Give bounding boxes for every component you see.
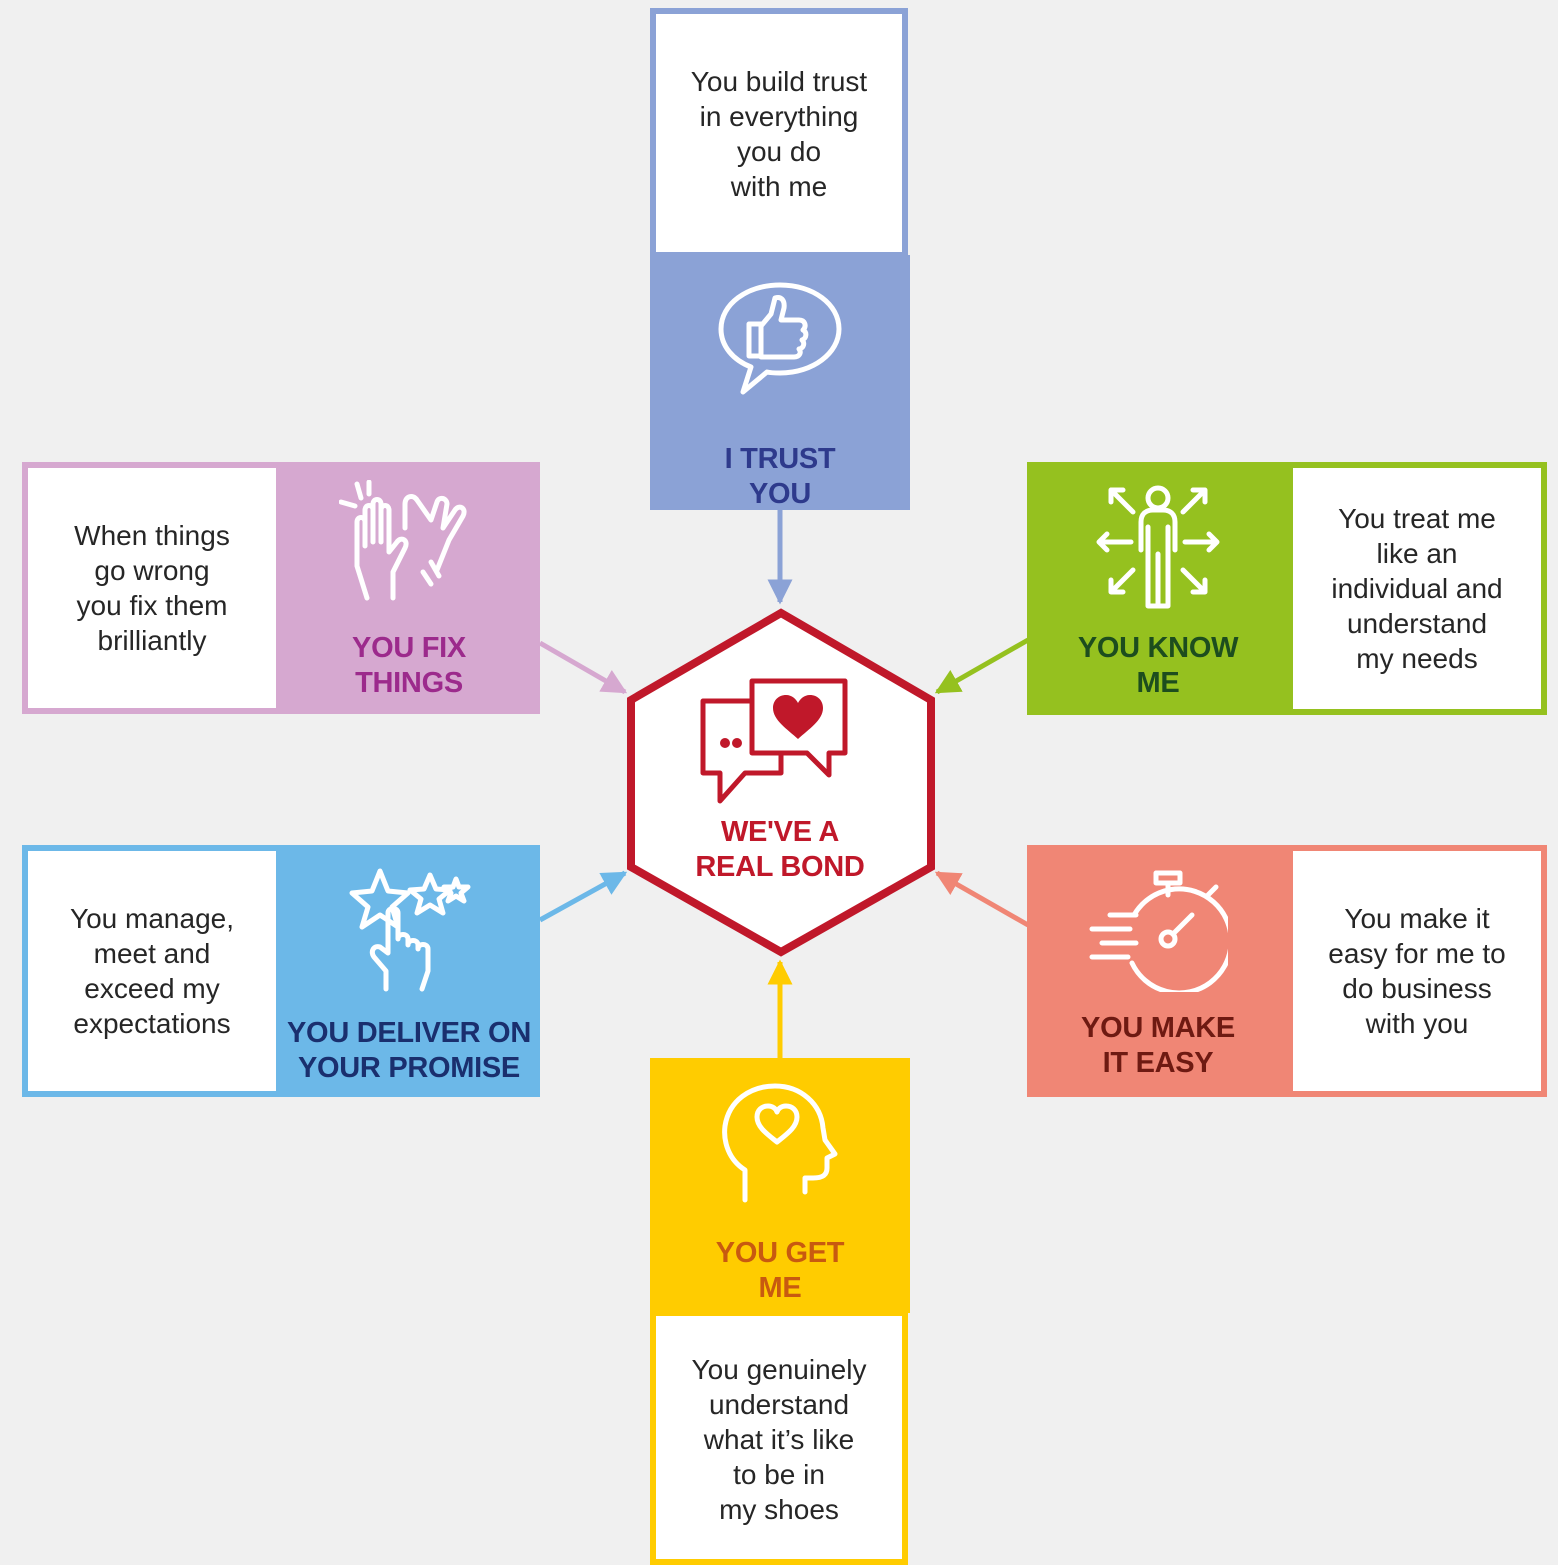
- fix-panel: YOU FIX THINGS: [278, 462, 540, 714]
- get-description: You genuinely understand what it’s like …: [691, 1354, 867, 1525]
- deliver-description-box: You manage, meet and exceed my expectati…: [22, 845, 282, 1097]
- get-title: YOU GET ME: [715, 1237, 845, 1304]
- person-arrows-icon: [1093, 482, 1223, 615]
- fix-description: When things go wrong you fix them brilli…: [74, 520, 230, 656]
- know-description-box: You treat me like an individual and unde…: [1287, 462, 1547, 715]
- trust-description-box: You build trust in everything you do wit…: [650, 8, 908, 258]
- get-description-box: You genuinely understand what it’s like …: [650, 1310, 908, 1565]
- arrow-deliver: [538, 870, 628, 923]
- deliver-panel: YOU DELIVER ON YOUR PROMISE: [278, 845, 540, 1097]
- deliver-description: You manage, meet and exceed my expectati…: [70, 903, 234, 1039]
- center-hexagon: WE'VE A REAL BOND: [620, 605, 940, 961]
- easy-description-box: You make it easy for me to do business w…: [1287, 845, 1547, 1097]
- chat-heart-icon: [695, 675, 855, 810]
- know-description: You treat me like an individual and unde…: [1331, 503, 1503, 674]
- center-title: WE'VE A REAL BOND: [695, 816, 865, 883]
- easy-description: You make it easy for me to do business w…: [1328, 903, 1506, 1039]
- easy-title: YOU MAKE IT EASY: [1081, 1012, 1235, 1079]
- trust-panel: I TRUST YOU: [650, 255, 910, 510]
- fix-title: YOU FIX THINGS: [352, 632, 466, 699]
- thumbs-up-speech-bubble-icon: [715, 280, 845, 400]
- trust-title: I TRUST YOU: [724, 443, 836, 510]
- hand-stars-icon: [344, 865, 474, 998]
- high-five-icon: [338, 479, 479, 613]
- head-heart-icon: [715, 1080, 845, 1210]
- stopwatch-speed-icon: [1088, 867, 1234, 997]
- arrow-know: [934, 637, 1030, 695]
- arrow-fix: [538, 640, 628, 695]
- get-panel: YOU GET ME: [650, 1058, 910, 1313]
- know-panel: YOU KNOW ME: [1027, 462, 1289, 715]
- easy-panel: YOU MAKE IT EASY: [1027, 845, 1289, 1097]
- fix-description-box: When things go wrong you fix them brilli…: [22, 462, 282, 714]
- know-title: YOU KNOW ME: [1077, 632, 1239, 699]
- arrow-easy: [934, 870, 1030, 928]
- trust-description: You build trust in everything you do wit…: [690, 66, 868, 202]
- deliver-title: YOU DELIVER ON YOUR PROMISE: [287, 1017, 531, 1084]
